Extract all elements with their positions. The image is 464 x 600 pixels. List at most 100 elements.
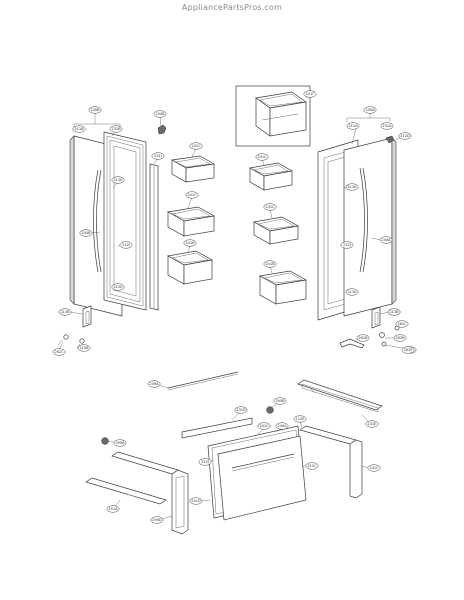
callout-262c-right-bubble [395,320,409,328]
callout-241b-left-bubble [183,239,197,247]
callout-230a: 230A [363,106,377,114]
callout-215b: 215B [77,344,91,352]
callout-231j-text: 231J [154,154,162,158]
drawer-left-slide-rail [111,451,179,475]
callout-231b-bubble [109,125,123,133]
callout-290b-text: 290B [275,399,285,403]
callout-231a-text: 231A [382,124,392,128]
callout-230a-text: 230A [365,108,375,112]
callout-290d: 290D [150,516,164,524]
drawer-top-rod [167,371,239,389]
callout-244a-bubble [379,236,393,244]
callout-241b-right-bubble [263,260,277,268]
callout-241c-left-1-text: 241C [191,144,201,148]
drawer-assembly [85,371,383,535]
callout-231c-text: 231C [369,466,379,470]
callout-230b-text: 230B [90,108,100,112]
callout-241b-right-text: 241B [265,262,275,266]
callout-231e-bubble [365,420,379,428]
drawer-handle [231,453,295,469]
callout-262f: 262F [401,346,415,354]
callout-241d-text: 241D [191,499,201,503]
callout-240a-bubble [275,422,289,430]
callout-211a-text: 211A [348,124,358,128]
drawer-roller-left [101,437,109,445]
callout-213b-right-text: 213B [389,310,399,314]
callout-212j-drawer: 212J [198,458,212,466]
callout-212k-left-bubble [111,176,125,184]
callout-211a-bubble [346,122,360,130]
callout-251a: 251A [106,505,120,513]
drawer-left-end-bracket [171,469,189,535]
callout-241b-left-text: 241B [185,241,195,245]
callout-231e: 231E [365,420,379,428]
callout-262c-right: 262C [395,320,409,328]
callout-212k-left-2: 212K [111,283,125,291]
callout-262c-right-text: 262C [397,322,407,326]
callout-212k-right-2: 212K [345,288,359,296]
callout-241b-left: 241B [183,239,197,247]
callout-215b-text: 215B [79,346,89,350]
callout-244a-text: 244A [381,238,391,242]
right-bin-medium [252,216,300,245]
callout-241d-bubble [189,497,203,505]
callout-104b-text: 104B [155,112,165,116]
left-door-bins [166,155,216,285]
callout-241c-right-1: 241C [255,153,269,161]
callout-212k-left-2-bubble [111,283,125,291]
callout-212c-bubble [305,462,319,470]
callout-230a-bubble [363,106,377,114]
drawer-roller-right [266,406,274,414]
callout-212k-left: 212K [111,176,125,184]
callout-241c-left-1-bubble [189,142,203,150]
callout-241c-right-2-bubble [263,203,277,211]
callout-290d-text: 290D [152,518,162,522]
callout-212j-right: 212J [340,241,354,249]
callout-212k-right-2-text: 212K [347,290,357,294]
callout-262c-left: 262C [52,348,66,356]
callout-211b-text: 211B [74,127,84,131]
callout-290b: 290B [273,397,287,405]
drawer-right-slide-rail [299,425,357,445]
callout-241c-drawer-bubble [257,422,271,430]
callout-212c: 212C [305,462,319,470]
callout-212k-right-text: 212K [347,185,357,189]
callout-213b: 213B [58,308,72,316]
callout-290a: 290A [113,439,127,447]
callout-212j-drawer-bubble [198,458,212,466]
callout-212j-drawer-text: 212J [201,460,209,464]
callout-212d: 212D [398,132,412,140]
callout-212j-right-bubble [340,241,354,249]
callout-241c-right-1-bubble [255,153,269,161]
callout-290d-bubble [150,516,164,524]
callout-262f-bubble [401,346,415,354]
callout-212e-text: 212E [295,417,305,421]
callout-104b-bubble [153,110,167,118]
callout-241c-drawer: 241C [257,422,271,430]
callout-249a-text: 249A [149,382,159,386]
watermark: AppliancePartsPros.com [181,3,283,12]
left-door-top-hinge [157,124,167,135]
callout-249a-bubble [147,380,161,388]
drawer-front-panel [217,435,307,521]
callout-261b-text: 261B [358,336,368,340]
callout-241d: 241D [189,497,203,505]
callout-244b-left-bubble [79,229,93,237]
callout-262b-bubble [393,334,407,342]
callout-215b-bubble [77,344,91,352]
callout-231b: 231B [109,125,123,133]
callout-213b-right: 213B [387,308,401,316]
inset-bin [255,91,307,137]
left-door-handle [93,169,99,273]
callout-212j-left-bubble [119,241,133,249]
callout-241f: 241F [303,90,317,98]
callout-230b: 230B [88,106,102,114]
right-bin-large [258,270,308,305]
left-bin-large [166,250,214,285]
callout-231e-text: 231E [367,422,377,426]
callout-212k-right: 212K [345,183,359,191]
left-door-outer-edge [69,135,75,305]
